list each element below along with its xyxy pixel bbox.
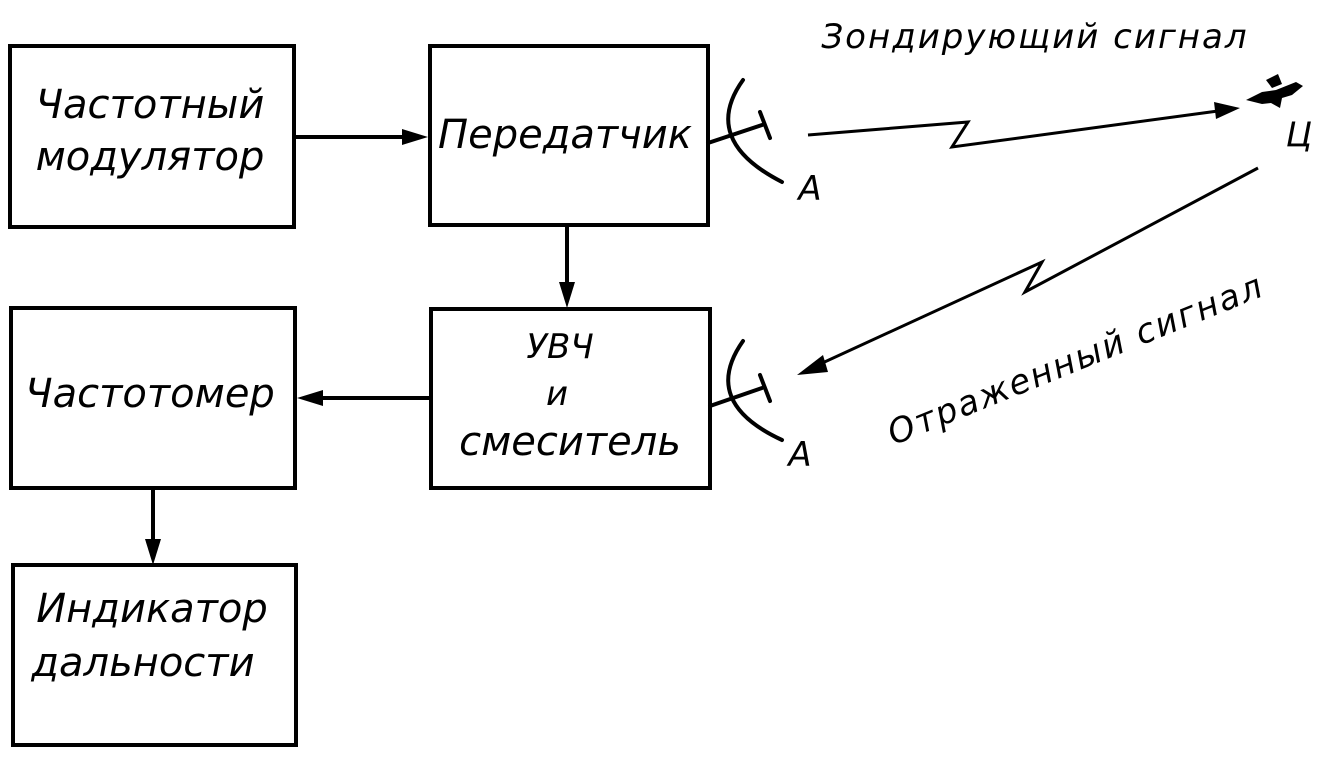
- arrow-mixer-to-frequency-meter: [297, 390, 433, 406]
- amplifier-mixer-label-line3: смеситель: [459, 419, 681, 465]
- amplifier-mixer-block: УВЧ и смеситель: [429, 307, 712, 490]
- amplifier-mixer-label-line1: УВЧ: [526, 327, 593, 367]
- range-indicator-label-line1: Индикатор: [36, 586, 268, 632]
- frequency-modulator-label-line1: Частотный: [36, 82, 265, 128]
- transmit-antenna-dish-icon: [726, 78, 784, 184]
- receive-antenna-dish-icon: [726, 339, 784, 442]
- range-indicator-block: Индикатор дальности: [11, 563, 298, 747]
- receive-antenna-feed: [708, 386, 764, 408]
- frequency-modulator-block: Частотный модулятор: [8, 44, 296, 229]
- receive-antenna-feed-tip: [758, 373, 772, 403]
- arrow-modulator-to-transmitter: [292, 129, 428, 145]
- range-indicator-label-line2: дальности: [30, 640, 254, 686]
- arrow-meter-to-range-indicator: [145, 486, 161, 565]
- receive-antenna: А: [708, 339, 812, 475]
- range-indicator-box: [11, 563, 298, 747]
- receive-antenna-label: А: [786, 435, 811, 475]
- transmit-antenna-label: А: [796, 169, 821, 209]
- frequency-meter-block: Частотомер: [9, 306, 297, 490]
- frequency-modulator-label-line2: модулятор: [36, 134, 265, 180]
- probing-signal-label: Зондирующий сигнал: [821, 17, 1248, 57]
- transmitter-label: Передатчик: [438, 112, 692, 158]
- aircraft-target-icon: [1246, 74, 1303, 108]
- frequency-meter-label: Частотомер: [25, 371, 275, 417]
- amplifier-mixer-label-line2: и: [546, 374, 568, 414]
- reflected-signal-arrow: [797, 166, 1259, 375]
- reflected-signal-label: Отраженный сигнал: [882, 266, 1270, 454]
- probing-signal-arrow: [807, 102, 1240, 149]
- target-label: Ц: [1286, 115, 1312, 155]
- transmitter-block: Передатчик: [428, 44, 710, 227]
- transmit-antenna-feed-tip: [758, 110, 772, 140]
- transmit-antenna-feed: [706, 123, 764, 145]
- transmit-antenna: А: [706, 78, 822, 209]
- arrow-transmitter-to-mixer: [559, 223, 575, 308]
